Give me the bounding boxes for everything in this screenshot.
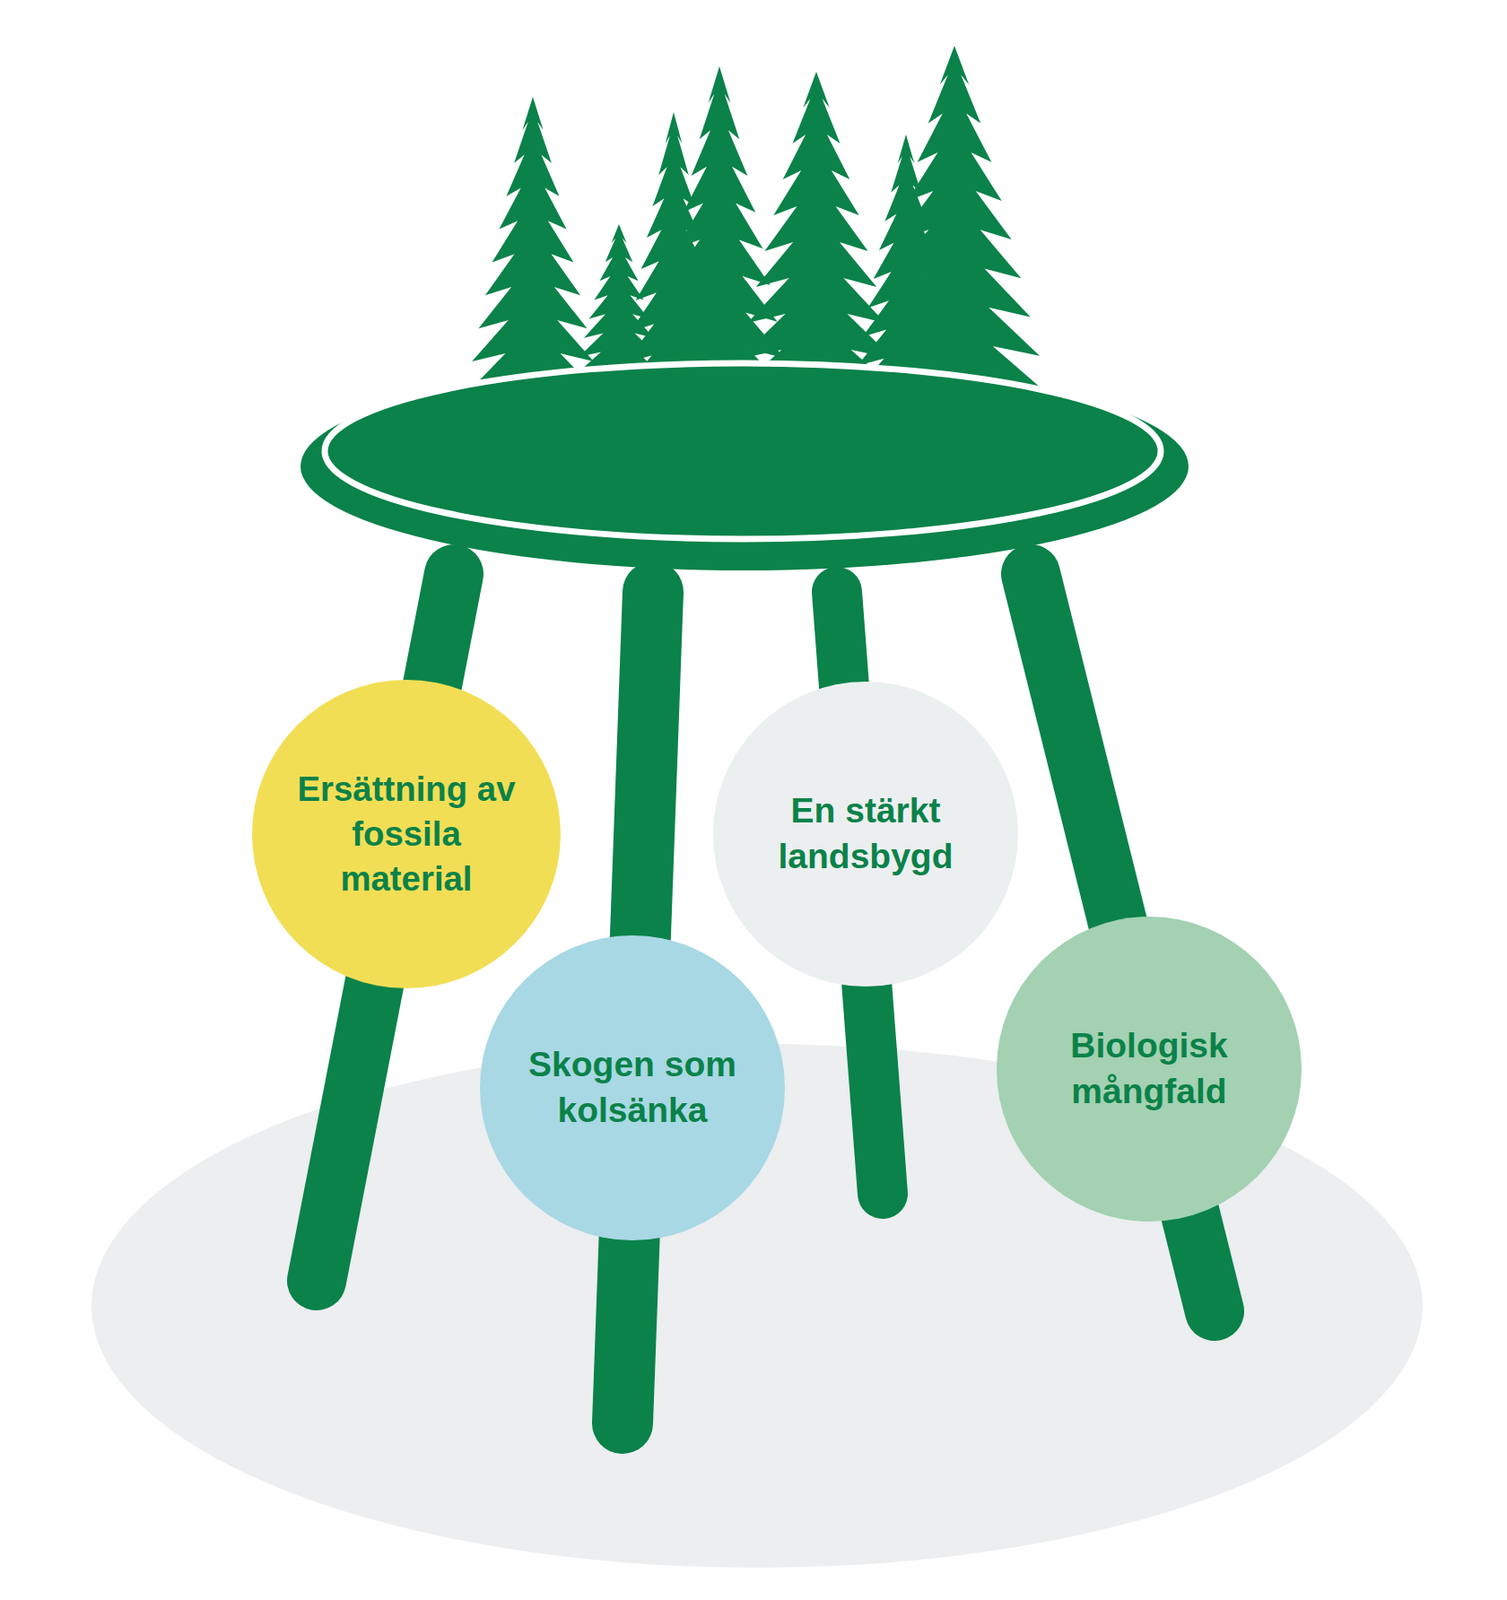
spruce-tree [465, 96, 601, 395]
circle-label: Skogen som kolsänka [507, 1042, 758, 1133]
spruce-tree [731, 71, 902, 395]
circle-label: En stärkt landsbygd [740, 788, 992, 880]
topic-circle: Biologisk mångfald [996, 916, 1302, 1222]
seat-rim [324, 363, 1161, 540]
topic-circle: Skogen som kolsänka [479, 935, 785, 1241]
spruce-tree [860, 45, 1049, 395]
topic-circle: En stärkt landsbygd [713, 681, 1019, 987]
stool-seat [300, 362, 1189, 571]
circle-label: Biologisk mångfald [1024, 1023, 1275, 1115]
topic-circle: Ersättning av fossila material [252, 679, 561, 989]
spruce-trees [465, 45, 1049, 395]
circle-label: Ersättning av fossila material [281, 766, 532, 902]
